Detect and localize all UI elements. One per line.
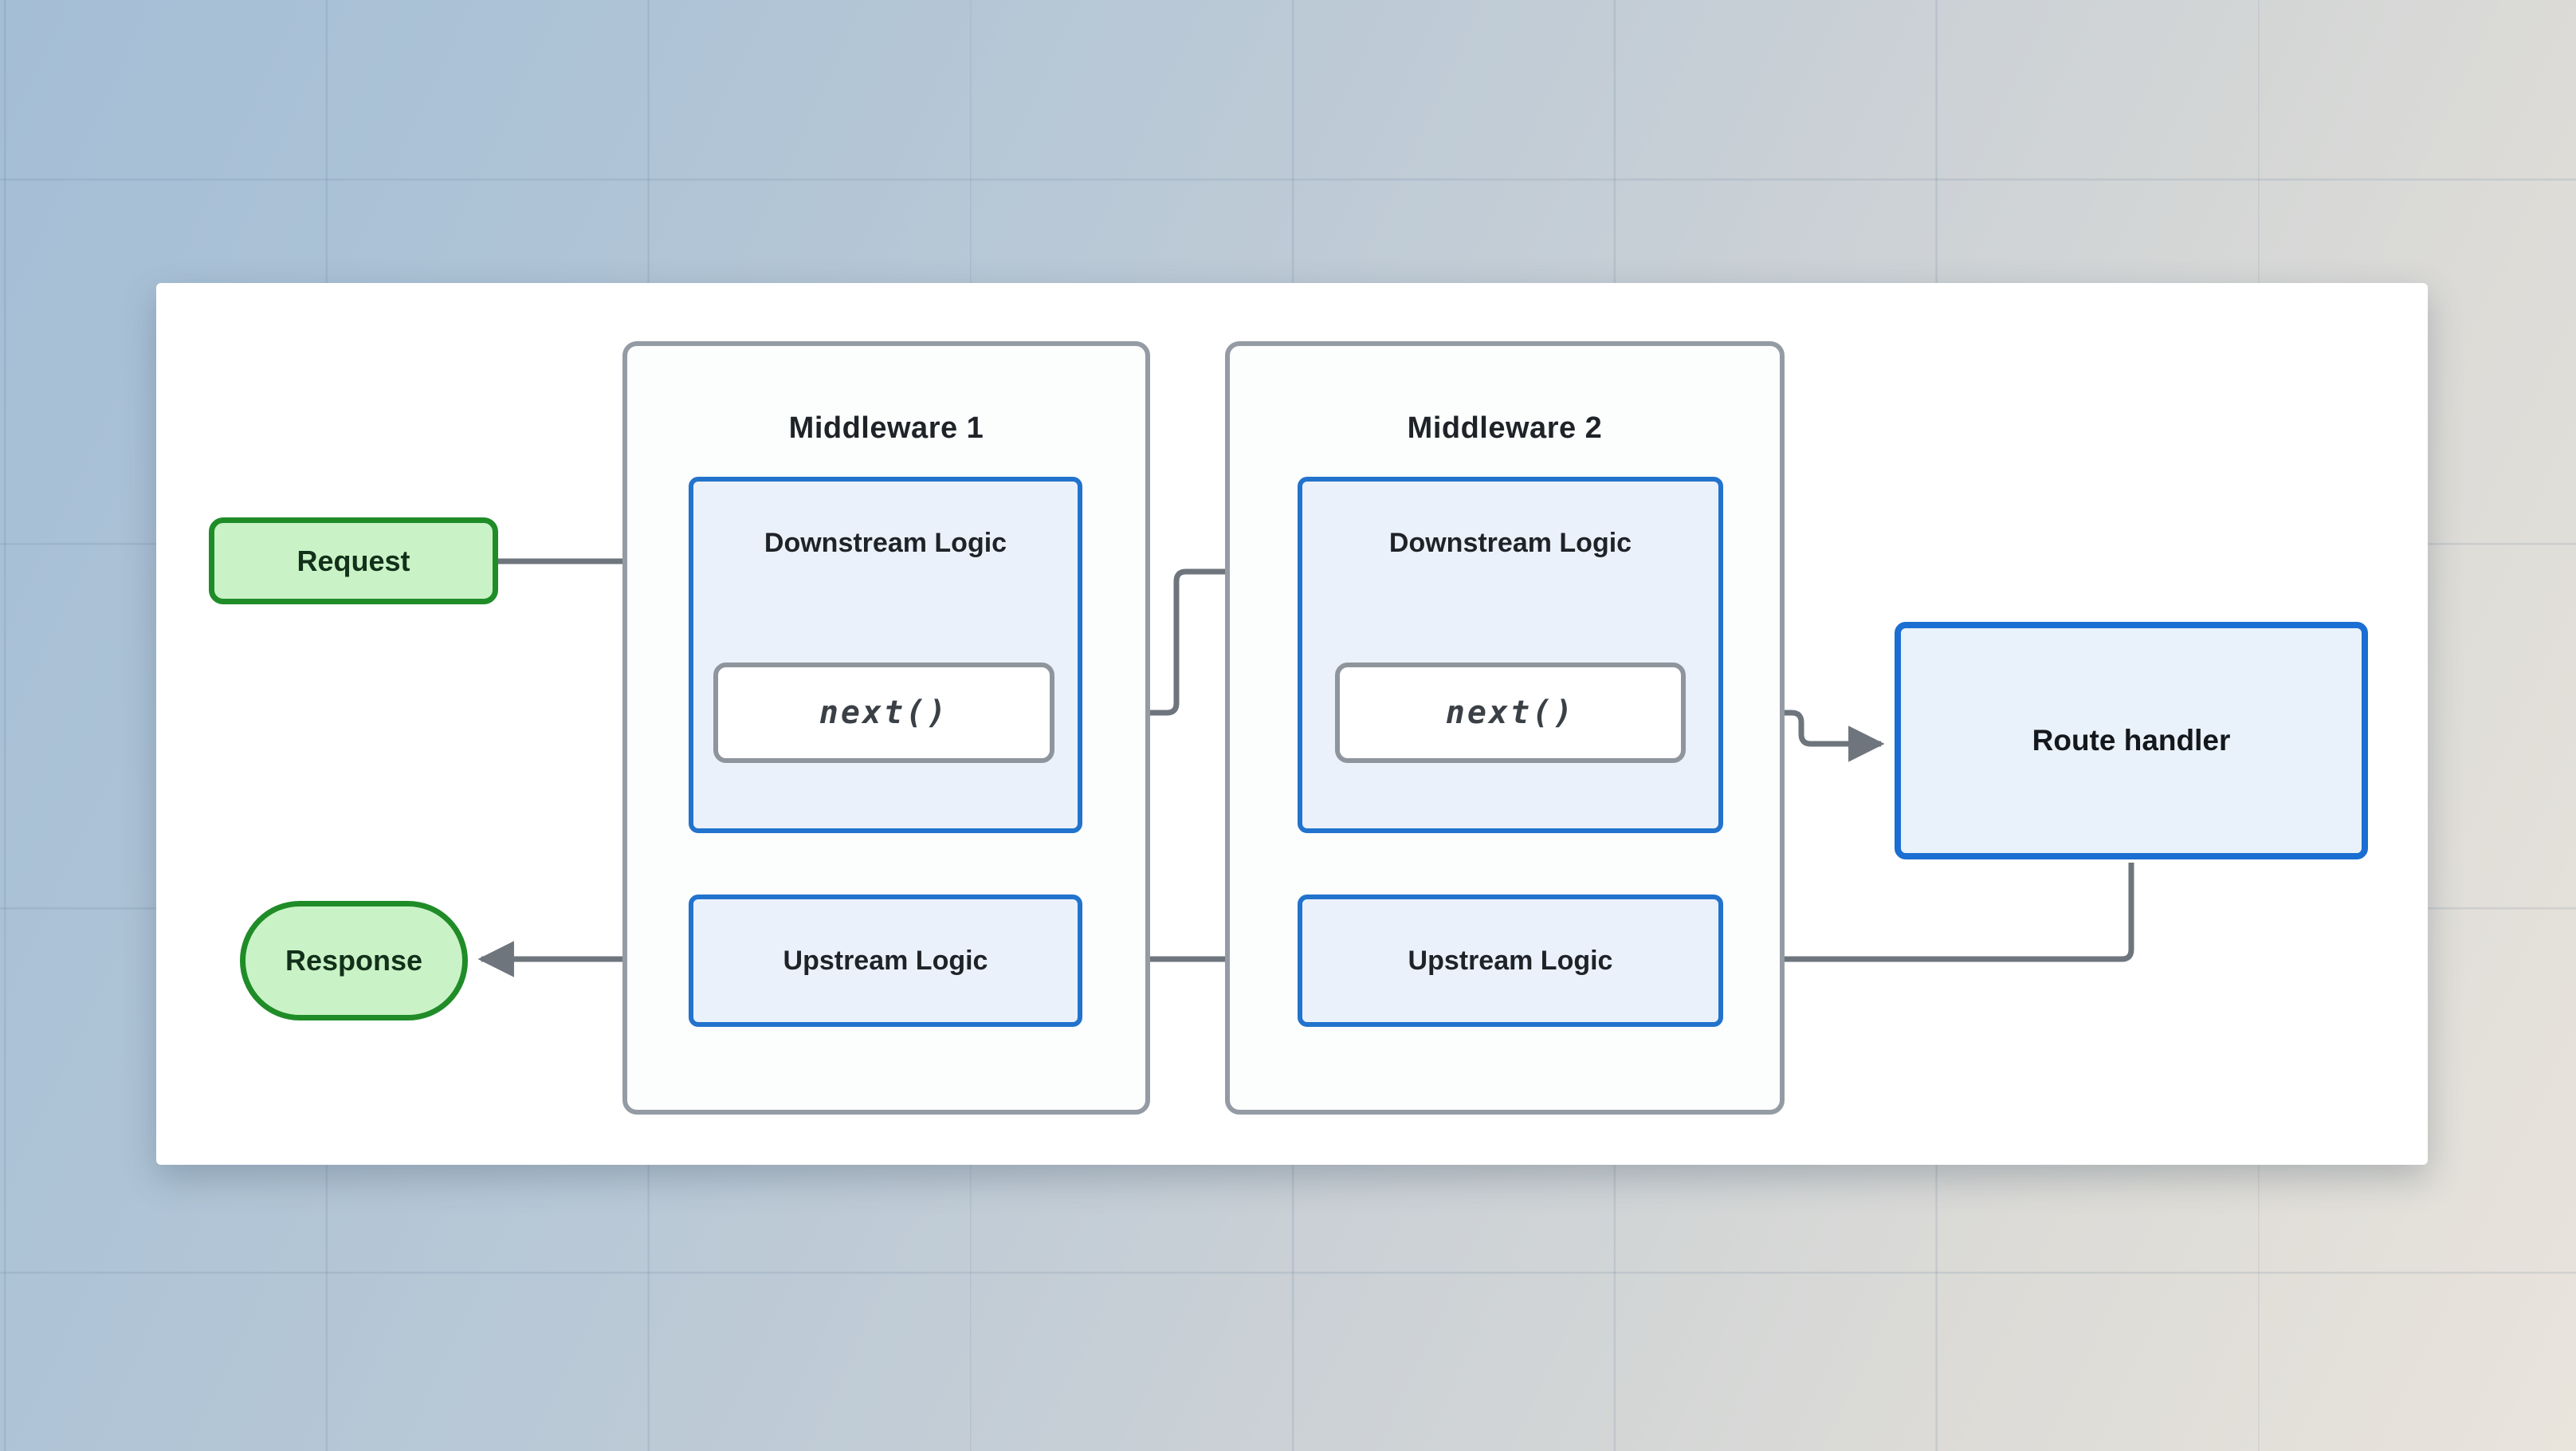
middleware2-upstream-logic-label: Upstream Logic xyxy=(1408,945,1613,976)
middleware2-next-box: next() xyxy=(1335,663,1686,763)
response-label: Response xyxy=(285,944,423,977)
route-handler-box: Route handler xyxy=(1895,622,2368,859)
middleware1-title: Middleware 1 xyxy=(788,411,984,445)
middleware1-upstream-logic-label: Upstream Logic xyxy=(783,945,988,976)
middleware2-downstream-logic-label: Downstream Logic xyxy=(1388,528,1632,558)
middleware1-upstream-logic-box: Upstream Logic xyxy=(689,895,1082,1027)
middleware1-downstream-logic-label: Downstream Logic xyxy=(764,528,1007,558)
middleware2-title: Middleware 2 xyxy=(1407,411,1603,445)
middleware1-next-box: next() xyxy=(713,663,1054,763)
request-label: Request xyxy=(296,544,410,577)
middleware2-downstream-logic-box: Downstream Logic xyxy=(1298,477,1723,833)
request-node: Request xyxy=(209,517,498,604)
response-node: Response xyxy=(240,901,468,1020)
route-handler-label: Route handler xyxy=(2032,724,2231,757)
middleware1-downstream-logic-box: Downstream Logic xyxy=(689,477,1082,833)
middleware2-upstream-logic-box: Upstream Logic xyxy=(1298,895,1723,1027)
